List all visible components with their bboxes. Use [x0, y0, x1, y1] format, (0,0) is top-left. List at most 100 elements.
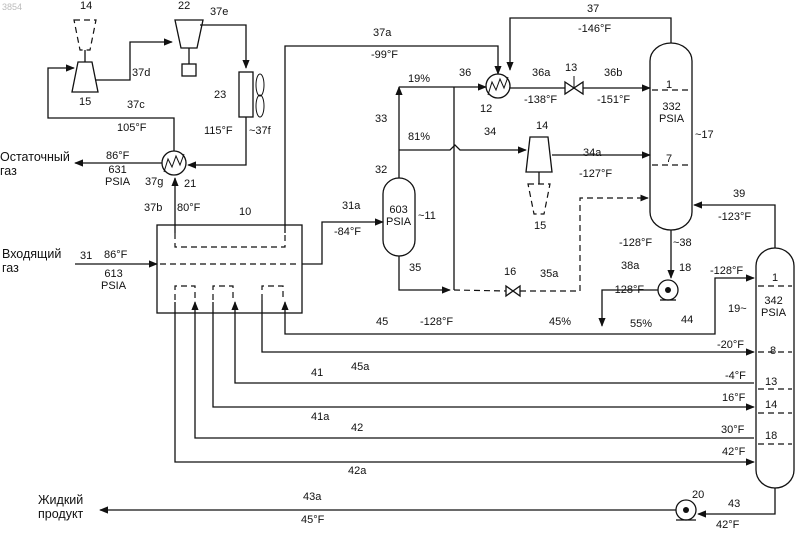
stream-43-temp: 42°F [716, 519, 739, 531]
expander-14 [526, 137, 552, 172]
compressor-22 [175, 20, 203, 48]
cooler-23-label: 23 [214, 89, 226, 101]
stream-34a-label: 34a [583, 147, 601, 159]
column-17-tray-7-label: 7 [666, 153, 672, 165]
compressor-15-mid-label: 15 [534, 220, 546, 232]
stream-37c-temp: 105°F [117, 122, 146, 134]
stream-37c-label: 37c [127, 99, 145, 111]
stream-37f-label: ~37f [249, 125, 271, 137]
stream-42a-temp: 42°F [722, 446, 745, 458]
column-17-label: ~17 [695, 129, 714, 141]
column-19-tray-18-temp: 30°F [721, 424, 744, 436]
valve-16 [506, 286, 520, 296]
valve-16-label: 16 [504, 266, 516, 278]
stream-35a-label: 35a [540, 268, 558, 280]
stream-36b-temp: -151°F [597, 94, 630, 106]
column-17-tray-1-label: 1 [666, 79, 672, 91]
stream-35-dash [454, 290, 506, 291]
stream-42-label: 42 [351, 422, 363, 434]
stream-43a-temp: 45°F [301, 514, 324, 526]
stream-34a-temp: -127°F [579, 168, 612, 180]
residue-gas-label: Остаточный газ [0, 150, 70, 178]
stream-37e-label: 37e [210, 6, 228, 18]
stream-33-label: 33 [375, 113, 387, 125]
watermark: 3854 [2, 2, 22, 12]
compressor-15-top-label: 15 [79, 96, 91, 108]
pump-18-label: 18 [679, 262, 691, 274]
exchanger-10-label: 10 [239, 206, 251, 218]
driver-22 [182, 64, 196, 76]
heat-exchanger-12 [486, 74, 510, 98]
stream-37a-temp: -99°F [371, 49, 398, 61]
split-45pct: 45% [549, 316, 571, 328]
stream-45-temp: -128°F [420, 316, 453, 328]
stream-38-temp: -128°F [619, 237, 652, 249]
split-55pct: 55% [630, 318, 652, 330]
air-cooler-23 [239, 72, 253, 117]
stream-43a-label: 43a [303, 491, 321, 503]
stream-38a-temp: -128°F [611, 284, 644, 296]
stream-37a-label: 37a [373, 27, 391, 39]
stream-38-label: ~38 [673, 237, 692, 249]
pump-18-hub [665, 287, 671, 293]
stream-38a-label: 38a [621, 260, 639, 272]
pump-20-hub [683, 507, 689, 513]
column-19-tray-14-temp: 16°F [722, 392, 745, 404]
split-81pct: 81% [408, 131, 430, 143]
column-19-pressure: 342 PSIA [761, 295, 786, 319]
column-19-tray-8-temp: -20°F [717, 339, 744, 351]
stream-36a-temp: -138°F [524, 94, 557, 106]
residue-pressure: 631 PSIA [105, 164, 130, 188]
exchanger-21-label: 21 [184, 178, 196, 190]
stream-34 [399, 145, 526, 150]
stream-37-label: 37 [587, 3, 599, 15]
separator-pressure: 603 PSIA [386, 204, 411, 228]
column-19-tray-18-label: 18 [765, 430, 777, 442]
stream-31a-temp: -84°F [334, 226, 361, 238]
stream-36a-label: 36a [532, 67, 550, 79]
expander-14-top [74, 20, 96, 50]
stream-36-label: 36 [459, 67, 471, 79]
stream-41a [213, 302, 754, 407]
exchanger-12-label: 12 [480, 103, 492, 115]
heat-exchanger-10 [157, 225, 302, 313]
stream-43-label: 43 [728, 498, 740, 510]
stream-34-label: 34 [484, 126, 496, 138]
stream-37b-label: 37b [144, 202, 162, 214]
column-19-top-temp: -128°F [710, 265, 743, 277]
stream-44-label: 44 [681, 314, 693, 326]
stream-39-label: 39 [733, 188, 745, 200]
compressor-15-mid [528, 184, 550, 214]
stream-42a-label: 42a [348, 465, 366, 477]
expander-14-top-label: 14 [80, 0, 92, 12]
column-17-pressure: 332 PSIA [659, 101, 684, 125]
heat-exchanger-21 [162, 151, 186, 175]
stream-37e [200, 25, 246, 68]
inlet-gas-label: Входящий газ [2, 247, 61, 275]
split-19pct: 19% [408, 73, 430, 85]
stream-36b-label: 36b [604, 67, 622, 79]
stream-35 [399, 256, 450, 290]
column-17 [650, 43, 692, 230]
inlet-temp: 86°F [104, 249, 127, 261]
stream-42 [195, 302, 754, 438]
inlet-pressure: 613 PSIA [101, 268, 126, 292]
column-19-tray-13-label: 13 [765, 376, 777, 388]
column-19-tray-8-label: 8 [770, 345, 776, 357]
stream-37d-label: 37d [132, 67, 150, 79]
stream-37f-temp: 115°F [204, 125, 233, 137]
column-19-tray-1-label: 1 [772, 272, 778, 284]
pump-20-label: 20 [692, 489, 704, 501]
liquid-product-label: Жидкий продукт [38, 493, 83, 521]
compressor-15-top [72, 62, 98, 92]
fan-icon-lower [256, 95, 264, 117]
stream-45a-label: 45a [351, 361, 369, 373]
stream-31a-label: 31a [342, 200, 360, 212]
stream-41-label: 41 [311, 367, 323, 379]
separator-11-label: ~11 [418, 210, 436, 222]
stream-41a-label: 41a [311, 411, 329, 423]
fan-icon [256, 74, 264, 96]
column-19-label: 19~ [728, 303, 747, 315]
stream-32-label: 32 [375, 164, 387, 176]
column-19 [756, 248, 794, 488]
